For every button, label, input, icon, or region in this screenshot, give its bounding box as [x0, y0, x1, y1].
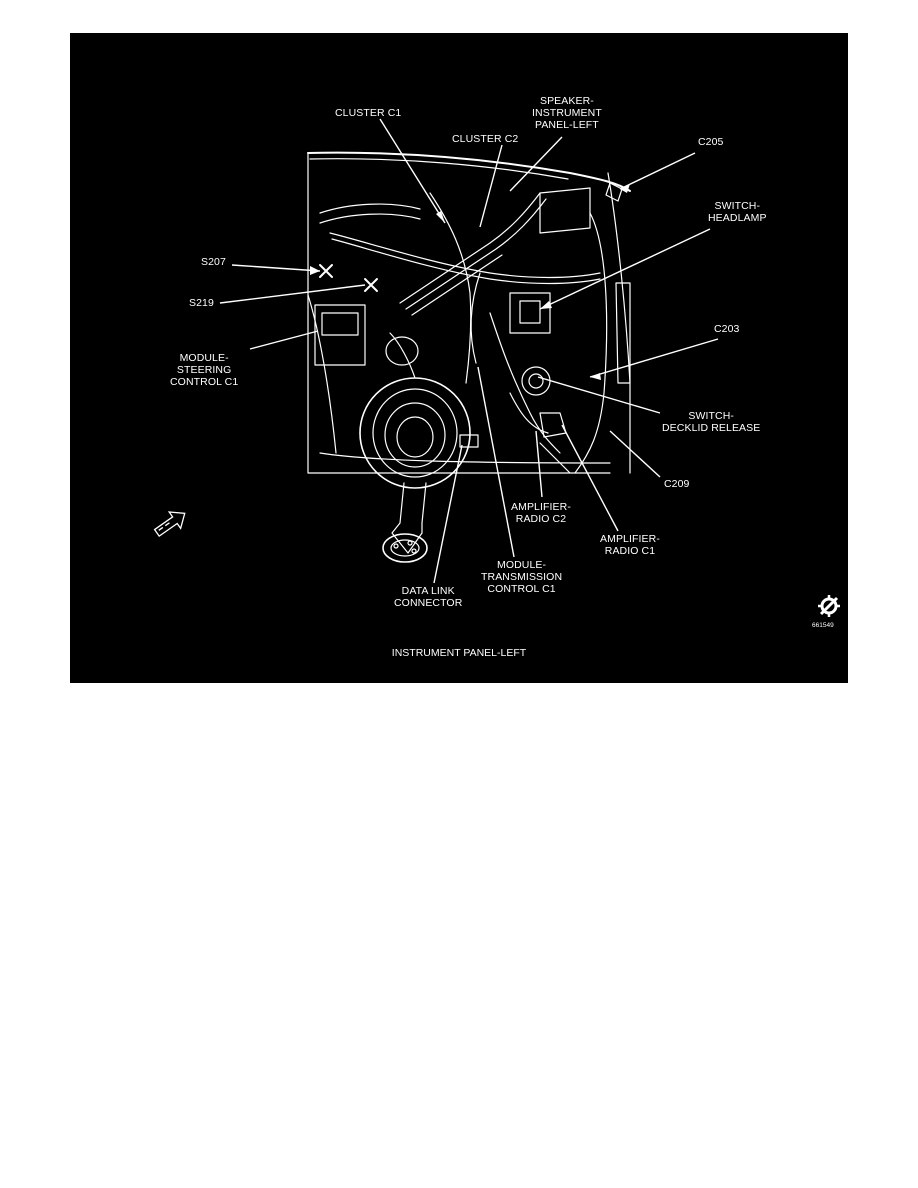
- label-module-steering-control-c1: MODULE- STEERING CONTROL C1: [170, 352, 239, 388]
- service-logo-icon: [818, 595, 840, 617]
- front-view-arrow-icon: [153, 511, 186, 538]
- label-switch-decklid-release: SWITCH- DECKLID RELEASE: [662, 410, 761, 434]
- label-cluster-c1: CLUSTER C1: [335, 107, 402, 119]
- label-data-link-connector: DATA LINK CONNECTOR: [394, 585, 463, 609]
- instrument-panel-illustration: [219, 118, 719, 584]
- figure-id: 661549: [812, 622, 834, 629]
- label-cluster-c2: CLUSTER C2: [452, 133, 519, 145]
- label-amplifier-radio-c1: AMPLIFIER- RADIO C1: [600, 533, 660, 557]
- label-speaker-instrument-panel-left: SPEAKER- INSTRUMENT PANEL-LEFT: [532, 95, 602, 131]
- label-switch-headlamp: SWITCH- HEADLAMP: [708, 200, 767, 224]
- label-s219: S219: [189, 297, 214, 309]
- label-module-transmission-control-c1: MODULE- TRANSMISSION CONTROL C1: [481, 559, 563, 595]
- label-s207: S207: [201, 256, 226, 268]
- label-c203: C203: [714, 323, 740, 335]
- label-amplifier-radio-c2: AMPLIFIER- RADIO C2: [511, 501, 571, 525]
- label-c205: C205: [698, 136, 724, 148]
- figure-caption: INSTRUMENT PANEL-LEFT: [391, 647, 527, 659]
- diagram-figure: CLUSTER C1 CLUSTER C2 SPEAKER- INSTRUMEN…: [70, 33, 848, 683]
- label-c209: C209: [664, 478, 690, 490]
